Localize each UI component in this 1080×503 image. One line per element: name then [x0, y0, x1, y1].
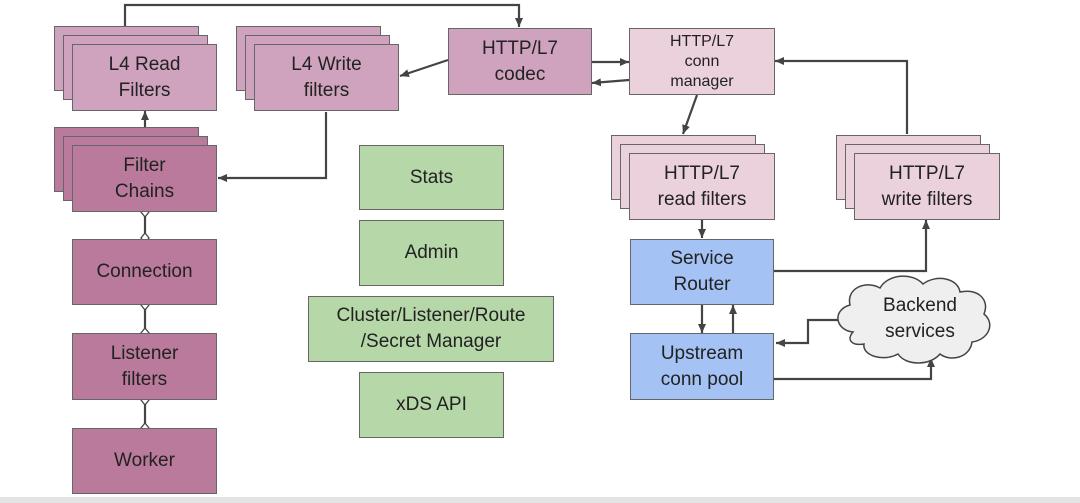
edge-codec-to-l4-write — [399, 58, 449, 78]
l4-read-filters-node: L4 Read Filters — [72, 44, 217, 111]
stats-node: Stats — [359, 145, 504, 210]
edge-l4-write-to-filter-chains — [218, 112, 328, 182]
listener-filters-node: Listener filters — [72, 333, 217, 400]
l4-write-filters-label: L4 Write filters — [291, 53, 362, 101]
worker-label: Worker — [114, 450, 175, 471]
edge-backend-to-upstream — [776, 318, 840, 347]
backend-services-cloud — [837, 275, 991, 364]
http-conn-manager-label: HTTP/L7 conn manager — [669, 32, 734, 90]
connection-label: Connection — [96, 261, 193, 282]
upstream-conn-pool-label: Upstream conn pool — [660, 342, 744, 390]
edge-conn-manager-to-read-filters — [681, 94, 699, 135]
service-router-node: Service Router — [630, 239, 774, 305]
http-conn-manager-node: HTTP/L7 conn manager — [629, 28, 775, 95]
stats-label: Stats — [409, 166, 454, 188]
http-codec-label: HTTP/L7 codec — [481, 37, 559, 85]
edge-upstream-to-backend — [774, 358, 935, 381]
l4-write-filters-node: L4 Write filters — [254, 44, 399, 111]
filter-chains-label: Filter Chains — [114, 154, 175, 202]
edge-conn-manager-to-codec — [591, 78, 630, 87]
backend-services-label: Backend services — [883, 295, 957, 342]
worker-node: Worker — [72, 428, 217, 494]
http-write-filters-label: HTTP/L7 write filters — [881, 162, 973, 210]
filter-chains-node: Filter Chains — [72, 145, 217, 212]
cluster-manager-label: Cluster/Listener/Route /Secret Manager — [336, 305, 526, 352]
upstream-conn-pool-node: Upstream conn pool — [630, 333, 774, 400]
edge-l4-read-to-codec — [123, 3, 523, 27]
http-read-filters-node: HTTP/L7 read filters — [629, 153, 775, 220]
cluster-manager-node: Cluster/Listener/Route /Secret Manager — [308, 296, 554, 362]
http-write-filters-node: HTTP/L7 write filters — [854, 153, 1000, 220]
service-router-label: Service Router — [670, 248, 734, 295]
admin-node: Admin — [359, 220, 504, 286]
xds-api-node: xDS API — [359, 372, 504, 438]
xds-api-label: xDS API — [396, 394, 467, 415]
edge-write-filters-to-conn-manager — [775, 57, 909, 134]
connection-node: Connection — [72, 239, 217, 305]
http-codec-node: HTTP/L7 codec — [448, 28, 592, 95]
edge-router-to-write-filters — [774, 220, 930, 273]
listener-filters-label: Listener filters — [110, 342, 179, 390]
l4-read-filters-label: L4 Read Filters — [108, 53, 181, 101]
http-read-filters-label: HTTP/L7 read filters — [657, 162, 747, 210]
admin-label: Admin — [404, 242, 459, 263]
bottom-divider — [0, 497, 1080, 503]
